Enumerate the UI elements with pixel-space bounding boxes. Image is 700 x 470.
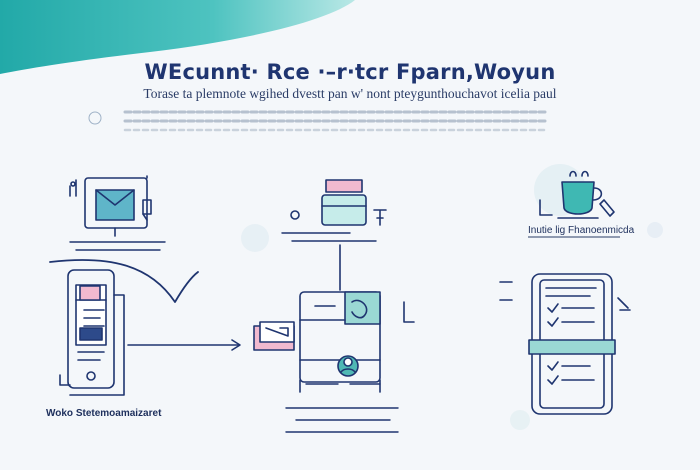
background-blob — [510, 410, 530, 430]
center-stack-icon — [253, 321, 295, 351]
coffee-cup-icon — [557, 170, 603, 219]
caption-lines — [69, 241, 166, 251]
side-markers — [499, 281, 631, 311]
leg-connectors — [299, 379, 381, 393]
page-title: WEcunnt· Rce ·–r·tcr Fparn,Woyun — [144, 60, 556, 84]
center-caption-lines — [281, 232, 377, 242]
curved-arrow — [49, 259, 199, 303]
signal-icon — [69, 179, 77, 197]
background-blob — [241, 224, 269, 252]
inbox-card-icon — [84, 175, 148, 229]
database-box-icon — [321, 179, 367, 226]
pencil-icon — [599, 199, 615, 217]
right-heading-label: Inutie lig Fhanoenmicda — [528, 225, 635, 236]
small-device-icon — [142, 199, 152, 221]
center-bottom-caption-lines — [285, 383, 399, 433]
top-wave-shape — [0, 0, 355, 74]
highlight-band — [528, 339, 616, 355]
description-text-lines — [123, 110, 547, 132]
phone-shadow-frame — [69, 294, 125, 396]
node-dot — [290, 210, 300, 220]
bottom-left-label: Woko Stetemoamaizaret — [46, 408, 162, 419]
background-blob — [647, 222, 663, 238]
decor-ring — [88, 111, 102, 125]
branch-connector — [403, 301, 415, 323]
workflow-hub-frame — [299, 291, 381, 383]
arrow-head — [231, 339, 241, 351]
lamp-icon — [373, 209, 387, 226]
page-subtitle: Torase ta plemnote wgihed dvestt pan w' … — [143, 86, 557, 101]
mobile-phone-icon — [59, 269, 115, 389]
user-gear-icon — [337, 355, 359, 377]
pin-icon — [539, 199, 553, 216]
